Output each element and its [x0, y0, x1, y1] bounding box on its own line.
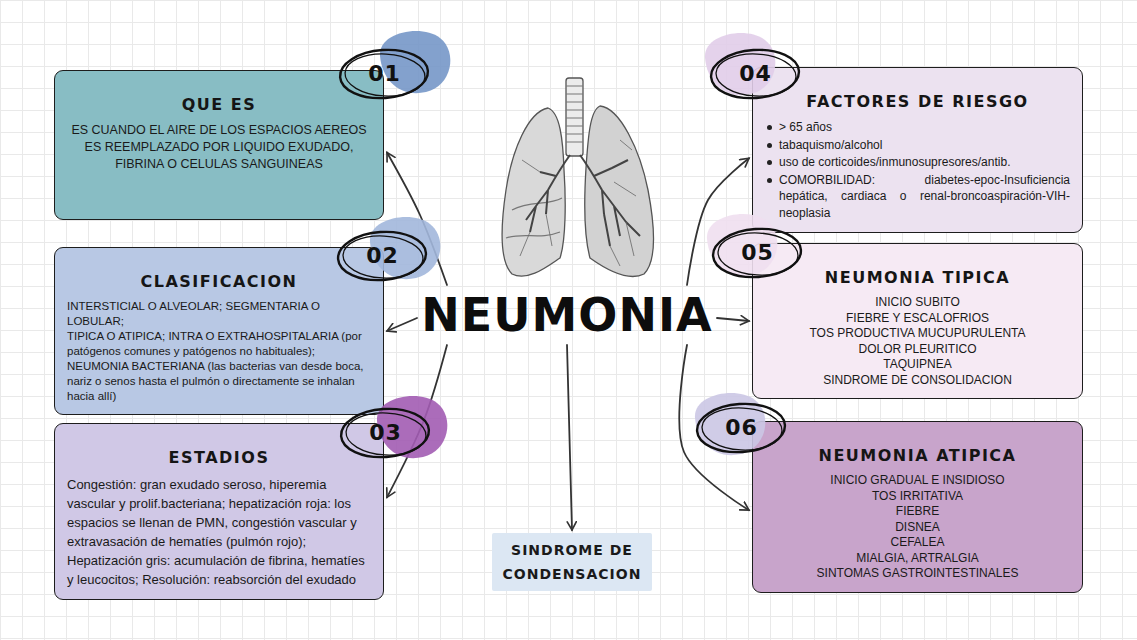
box-body: SINDROME DE CONSOLIDACION: [765, 373, 1070, 389]
box-heading: FACTORES DE RIESGO: [765, 92, 1070, 111]
callout-number: 05: [710, 225, 805, 281]
topic-label: SINDROME DE CONDENSACION: [492, 533, 652, 591]
box-heading: ESTADIOS: [67, 448, 371, 467]
number-badge: 05: [710, 225, 805, 281]
box-body: FIEBRE Y ESCALOFRIOS: [765, 311, 1070, 327]
right-lung: [585, 106, 654, 276]
topic-box: 02CLASIFICACIONINTERSTICIAL O ALVEOLAR; …: [54, 247, 384, 415]
callout-number: 04: [708, 46, 803, 102]
topic-box: 03ESTADIOSCongestión: gran exudado seros…: [54, 423, 384, 600]
number-badge: 04: [708, 46, 803, 102]
left-bronchus: [526, 155, 570, 232]
central-topic: NEUMONIA: [417, 285, 717, 345]
callout-number: 03: [338, 405, 433, 461]
box-body: SINTOMAS GASTROINTESTINALES: [765, 566, 1070, 582]
box-body: DISNEA: [765, 520, 1070, 536]
box-body: TAQUIPNEA: [765, 357, 1070, 373]
callout-number: 02: [335, 228, 430, 284]
box-body: MIALGIA, ARTRALGIA: [765, 551, 1070, 567]
box-body: ES CUANDO EL AIRE DE LOS ESPACIOS AEREOS…: [67, 122, 371, 173]
list-item: COMORBILIDAD: diabetes-epoc-Insuficienci…: [765, 172, 1070, 222]
box-heading: NEUMONIA ATIPICA: [765, 446, 1070, 465]
box-heading: QUE ES: [67, 95, 371, 114]
number-badge: 06: [694, 400, 789, 456]
box-body: NEUMONIA BACTERIANA (las bacterias van d…: [67, 359, 371, 404]
callout-number: 01: [337, 46, 432, 102]
left-lung: [502, 108, 565, 276]
box-body: TOS IRRITATIVA: [765, 489, 1070, 505]
topic-box: 01QUE ESES CUANDO EL AIRE DE LOS ESPACIO…: [54, 70, 384, 220]
box-heading: NEUMONIA TIPICA: [765, 268, 1070, 287]
topic-box: 06NEUMONIA ATIPICAINICIO GRADUAL E INSID…: [752, 421, 1083, 593]
trachea: [566, 78, 583, 156]
topic-box: 04FACTORES DE RIESGO> 65 añostabaquismo/…: [752, 67, 1083, 233]
list-item: tabaquismo/alcohol: [765, 137, 1070, 154]
list-item: > 65 años: [765, 119, 1070, 136]
number-badge: 03: [338, 405, 433, 461]
right-bronchus: [580, 155, 640, 246]
number-badge: 02: [335, 228, 430, 284]
box-body: DOLOR PLEURITICO: [765, 342, 1070, 358]
list-item: uso de corticoides/inmunosupresores/anti…: [765, 154, 1070, 171]
box-body: FIEBRE: [765, 504, 1070, 520]
connector-arrow: [567, 345, 572, 530]
callout-number: 06: [694, 400, 789, 456]
number-badge: 01: [337, 46, 432, 102]
topic-tag: SINDROME DE CONDENSACION: [492, 533, 652, 591]
box-body: TIPICA O ATIPICA; INTRA O EXTRAHOSPITALA…: [67, 329, 371, 359]
box-heading: CLASIFICACION: [67, 272, 371, 291]
box-body: CEFALEA: [765, 535, 1070, 551]
connector-arrow: [717, 318, 749, 321]
box-body: Congestión: gran exudado seroso, hiperem…: [67, 475, 371, 589]
box-body: TOS PRODUCTIVA MUCUPURULENTA: [765, 326, 1070, 342]
box-body: INICIO SUBITO: [765, 295, 1070, 311]
connector-arrow: [387, 318, 417, 331]
box-body: INTERSTICIAL O ALVEOLAR; SEGMENTARIA O L…: [67, 299, 371, 329]
box-body: INICIO GRADUAL E INSIDIOSO: [765, 473, 1070, 489]
lungs: [502, 78, 654, 276]
central-title: NEUMONIA: [417, 285, 717, 345]
topic-box: 05NEUMONIA TIPICAINICIO SUBITOFIEBRE Y E…: [752, 243, 1083, 399]
